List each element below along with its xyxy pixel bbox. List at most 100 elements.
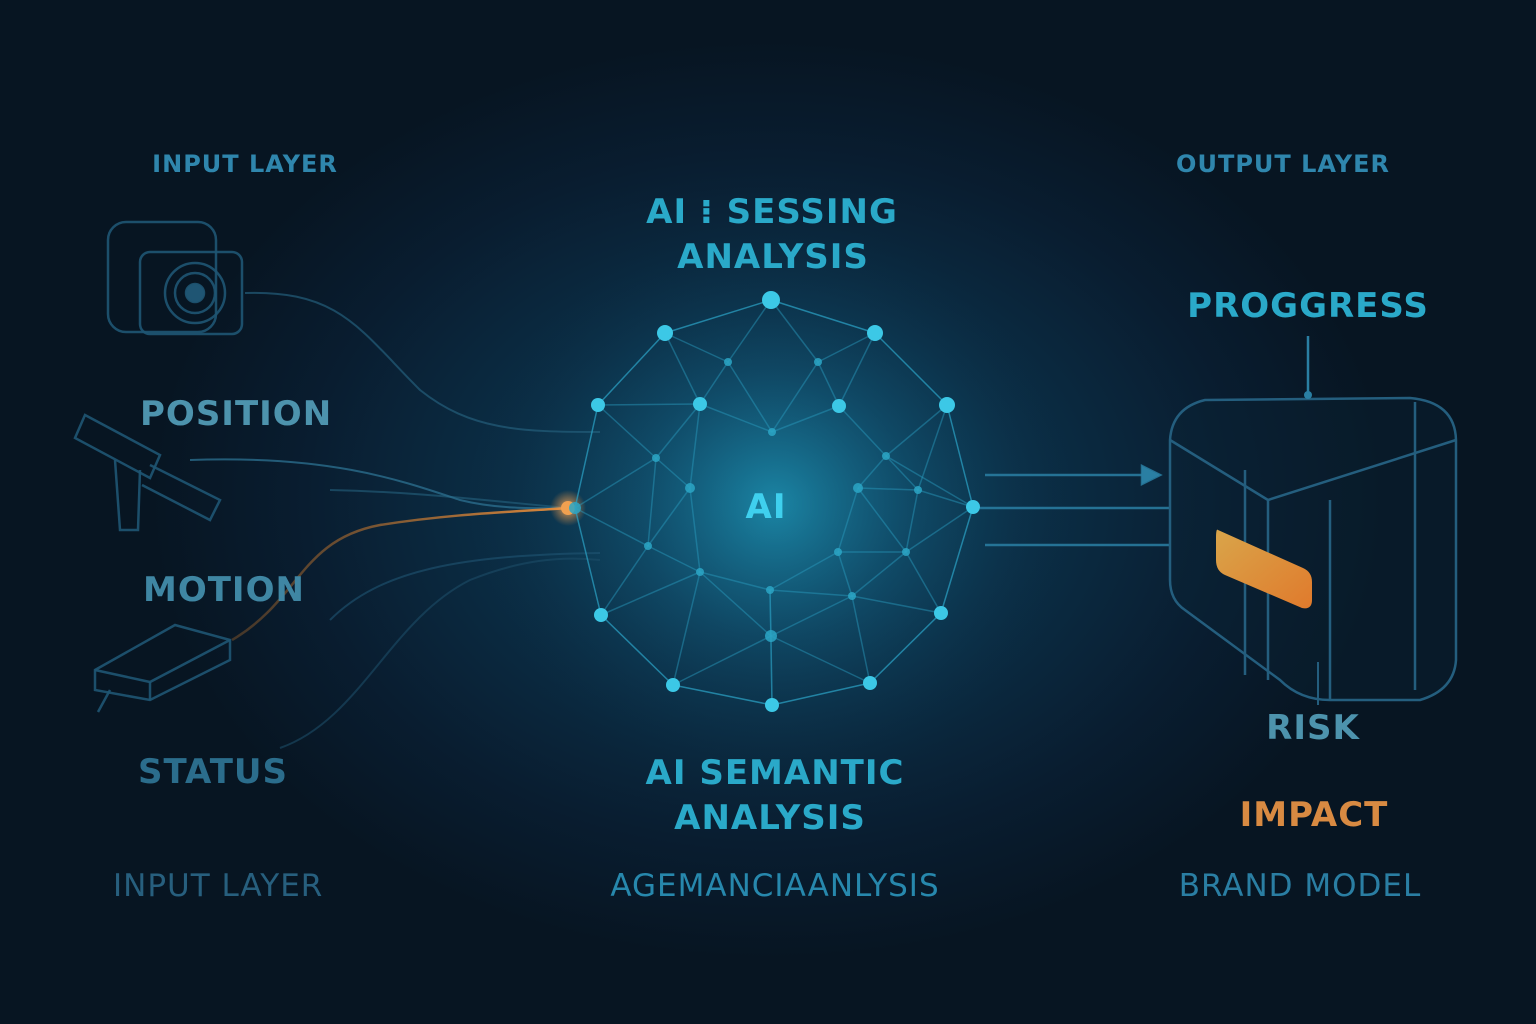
network-node [834,548,842,556]
network-edge [574,457,657,509]
network-edge [600,614,674,686]
network-edge [771,361,819,433]
network-edge [770,635,773,706]
network-edge [647,545,701,573]
input-connectors [189,291,601,749]
network-edge [838,332,876,407]
ai-core-label: AI [745,487,787,527]
network-edge [885,455,919,491]
network-edge [727,299,772,363]
network-edge [885,455,974,508]
network-edge [664,332,701,405]
network-node [966,500,980,514]
network-edge [946,404,974,508]
core-glow [475,205,1075,805]
network-edge [940,506,974,614]
network-node [762,291,780,309]
network-edge [597,403,701,406]
network-edge [817,361,840,407]
network-edge [817,332,876,363]
network-edge [727,361,773,433]
network-node [832,399,846,413]
network-node [569,502,581,514]
input-layer-footer: INPUT LAYER [113,868,324,904]
network-edge [699,361,729,405]
network-node [765,698,779,712]
network-edge [699,403,773,433]
network-node [765,630,777,642]
network-node [644,542,652,550]
network-edge [655,403,701,459]
network-edge [769,551,839,591]
network-node [934,606,948,620]
network-edge [769,589,773,706]
output-risk-label: RISK [1266,708,1360,748]
network-edge [770,299,876,334]
network-edge [857,487,907,553]
semantic-title-line2: ANALYSIS [674,798,866,838]
network-edge [699,571,771,591]
progress-stem-node [1304,391,1312,399]
network-edge [672,684,773,706]
network-node [902,548,910,556]
processing-title-line1: AI ⁝ SESSING [646,192,898,232]
network-node [696,568,704,576]
network-edge [574,507,602,616]
network-edge [851,595,871,684]
network-edge [672,635,772,686]
network-edge [857,487,919,491]
network-node [814,358,822,366]
network-edges [574,299,974,706]
network-edge [837,551,853,597]
network-edge [771,405,840,433]
network-edge [672,571,701,686]
network-node [657,325,673,341]
network-node [768,428,776,436]
input-layer-header: INPUT LAYER [152,150,338,178]
network-edge [597,404,657,459]
tracker-device-icon [93,623,232,713]
network-edge [771,682,871,706]
network-node [914,486,922,494]
network-edge [689,403,701,489]
output-layer-footer: BRAND MODEL [1178,868,1422,904]
network-edge [769,589,772,637]
output-impact-label: IMPACT [1239,795,1389,835]
network-edge [647,487,691,547]
processing-footer: AGEMANCIAANLYSIS [610,868,940,904]
connector-motion [231,506,569,642]
network-node [863,676,877,690]
input-item-motion: MOTION [143,570,305,610]
network-edge [574,404,599,509]
connector-upper [329,489,569,509]
network-node [666,678,680,692]
network-edge [769,589,853,597]
network-node [853,483,863,493]
network-edge [905,506,974,553]
network-node [766,586,774,594]
network-edge [869,612,942,684]
network-edge [574,507,649,547]
network-nodes [569,291,980,712]
network-edge [917,404,948,491]
network-node [594,608,608,622]
network-edge [874,332,948,406]
network-node [724,358,732,366]
output-cube-icon [1168,396,1458,702]
network-edge [838,405,887,457]
output-connectors [980,463,1170,547]
connector-lower [329,552,601,621]
sensor-probe-icon [73,413,222,532]
network-edge [905,489,919,553]
network-edge [664,332,729,363]
network-node [591,398,605,412]
network-edge [770,595,853,637]
network-node [939,397,955,413]
network-edge [600,571,701,616]
network-edge [655,457,691,489]
network-edge [770,635,871,684]
network-edge [885,404,948,457]
output-progress-label: PROGGRESS [1187,286,1429,326]
